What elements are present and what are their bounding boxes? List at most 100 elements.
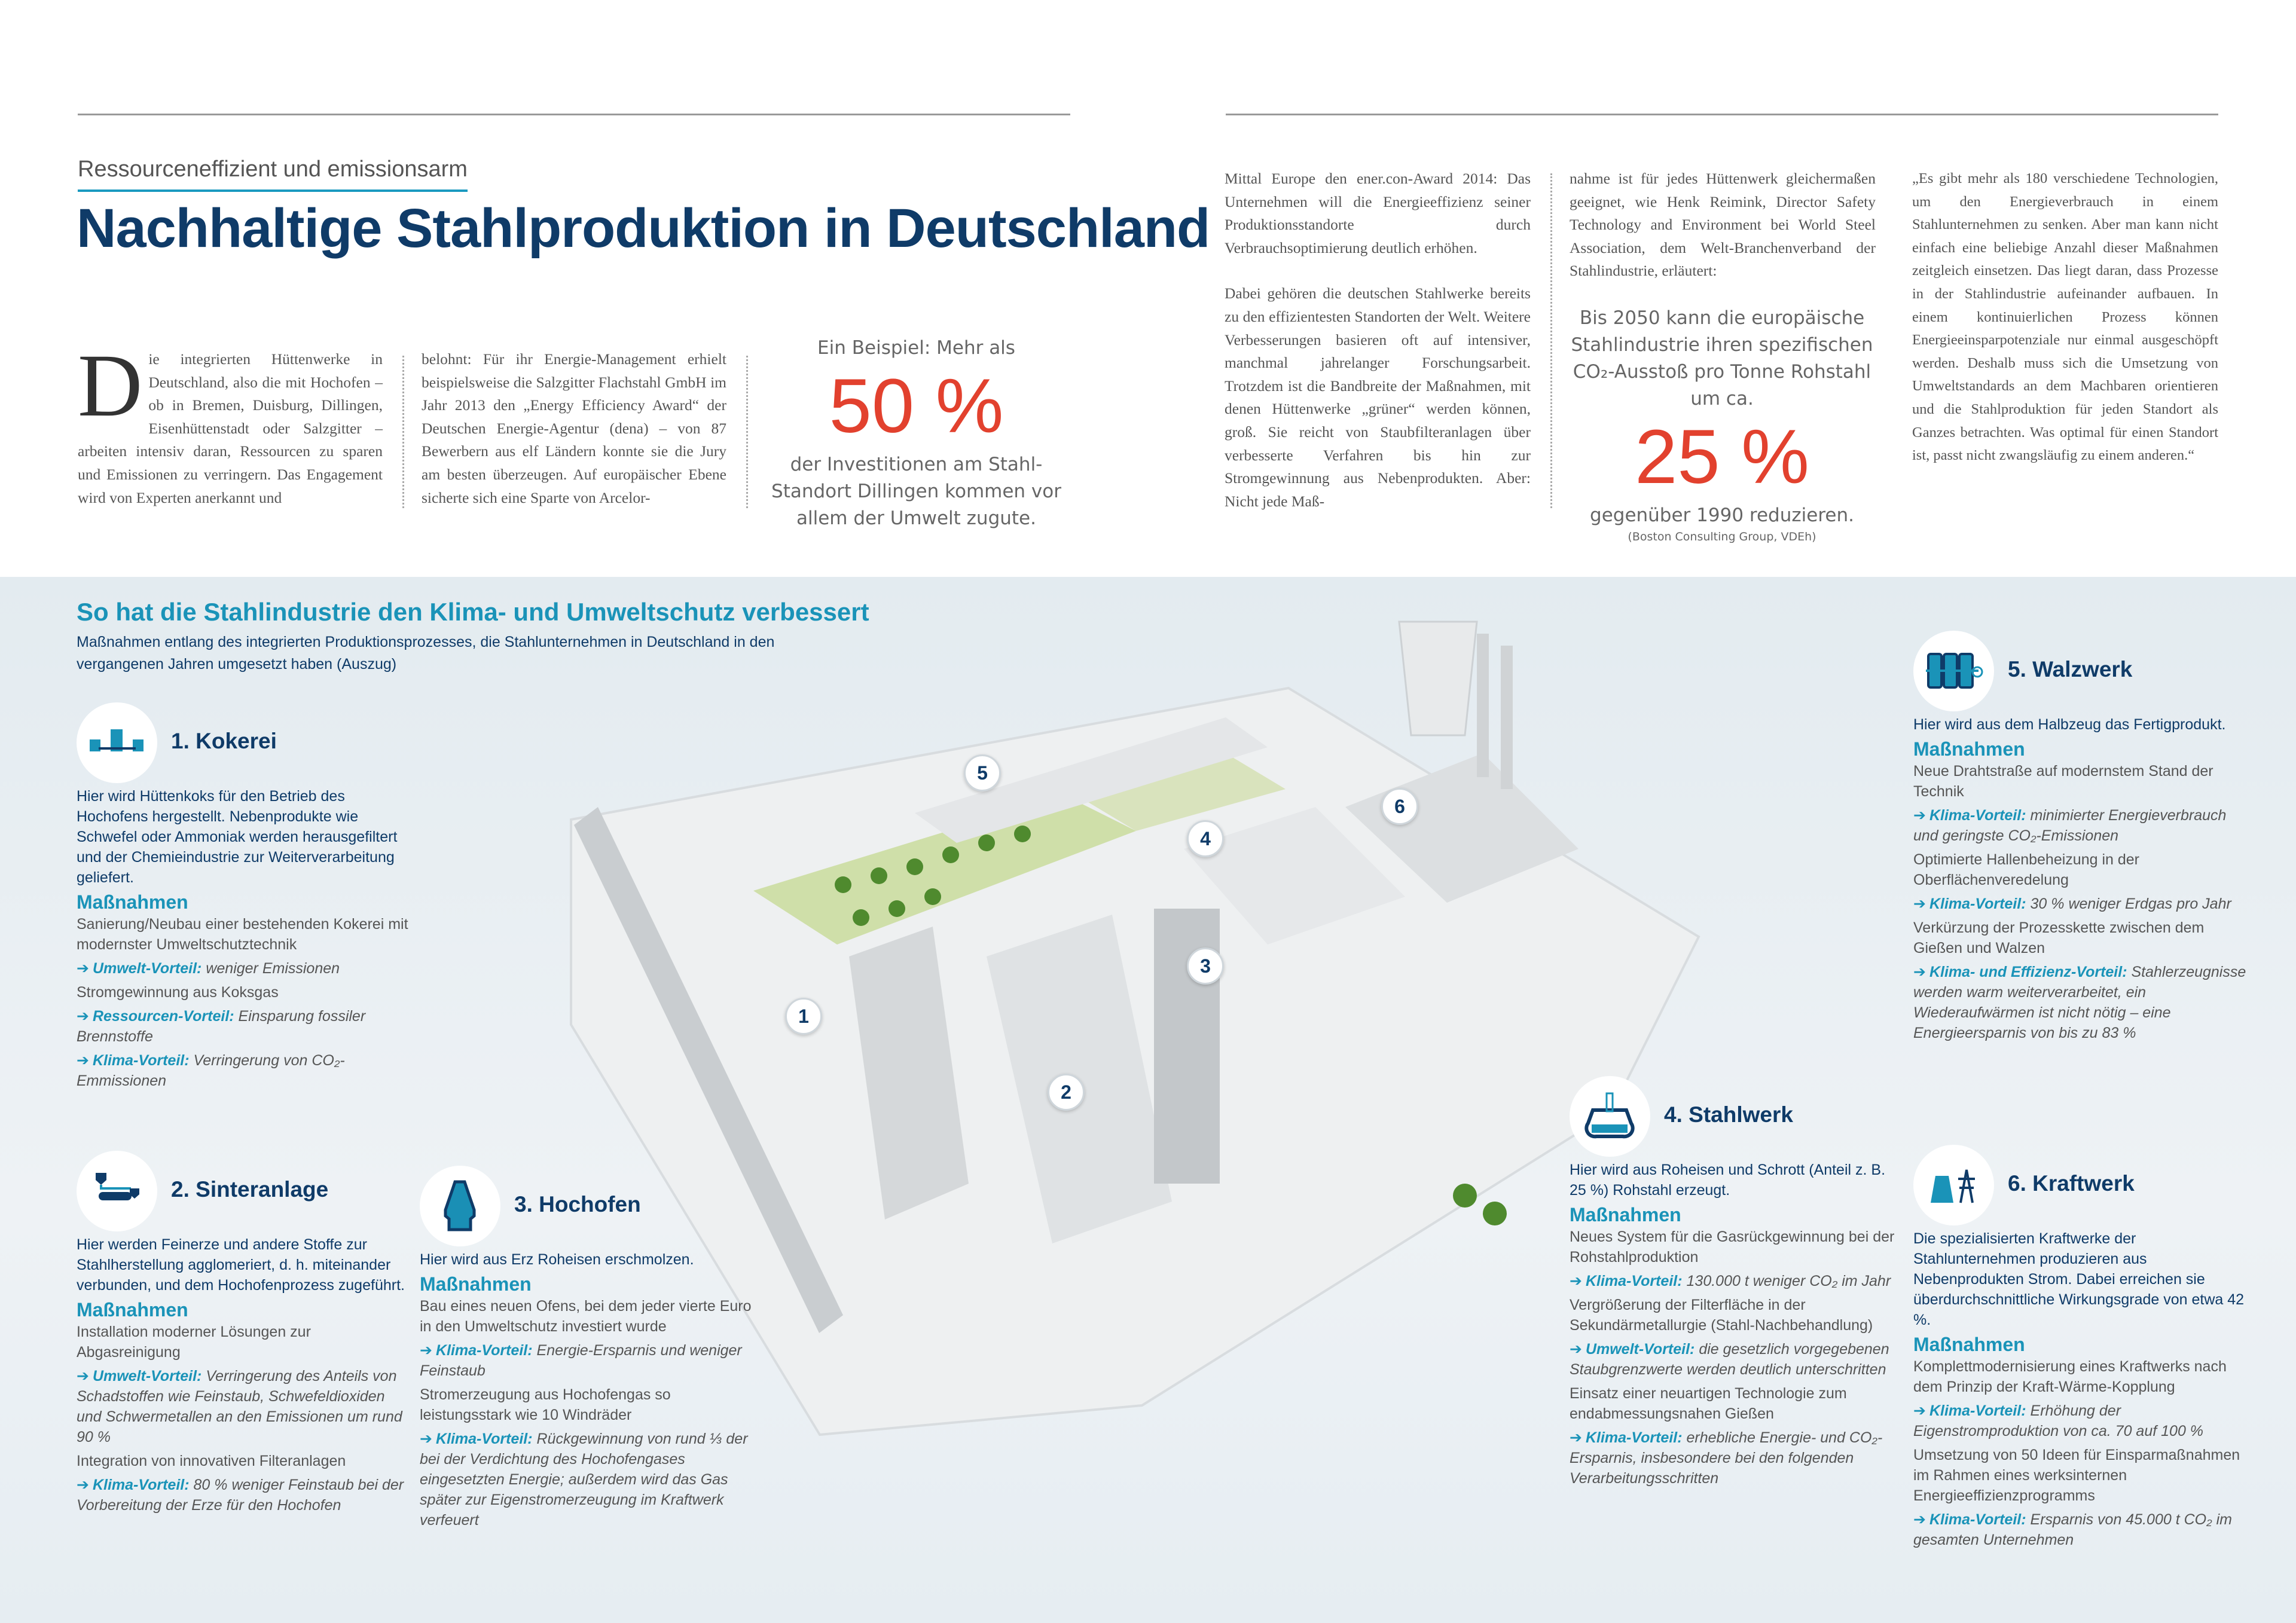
article-column-5: „Es gibt mehr als 180 verschiedene Techn… xyxy=(1912,170,2218,464)
paragraph: Dabei gehören die deutschen Stahlwerke b… xyxy=(1225,285,1531,510)
benefit-item: ➔Klima-Vorteil: Ersparnis von 45.000 t C… xyxy=(1913,1509,2248,1550)
map-marker-2[interactable]: 2 xyxy=(1048,1074,1085,1111)
benefit-item: ➔Klima-Vorteil: 130.000 t weniger CO₂ im… xyxy=(1570,1271,1904,1291)
map-marker-5[interactable]: 5 xyxy=(964,754,1001,791)
measures-heading: Maßnahmen xyxy=(420,1273,532,1295)
sinter-plant-icon xyxy=(77,1151,157,1231)
measure-item: Bau eines neuen Ofens, bei dem jeder vie… xyxy=(420,1298,752,1335)
steel-converter-icon xyxy=(1570,1076,1650,1157)
column-divider xyxy=(402,356,404,508)
map-marker-1[interactable]: 1 xyxy=(785,998,822,1035)
map-marker-4[interactable]: 4 xyxy=(1187,820,1224,857)
benefit-item: ➔Ressourcen-Vorteil: Einsparung fossiler… xyxy=(77,1006,411,1047)
arrow-right-icon: ➔ xyxy=(420,1342,432,1359)
benefit-label: Umwelt-Vorteil: xyxy=(92,1368,202,1384)
column-text: ie integrierten Hüttenwerke in Deutschla… xyxy=(78,350,383,506)
infographic-subtitle: Maßnahmen entlang des integrierten Produ… xyxy=(77,634,775,673)
steel-works-building xyxy=(1184,807,1405,945)
kicker: Ressourceneffizient und emissionsarm xyxy=(78,157,468,192)
arrow-right-icon: ➔ xyxy=(1913,964,1926,980)
conveyor-belt xyxy=(574,807,843,1333)
measure-item: Installation moderner Lösungen zur Abgas… xyxy=(77,1324,311,1361)
benefit-text: Einsparung fossiler Brennstoffe xyxy=(77,1008,366,1045)
section-header: 3. Hochofen xyxy=(420,1166,755,1249)
measures-heading: Maßnahmen xyxy=(77,891,188,913)
benefit-label: Klima-Vorteil: xyxy=(1929,807,2026,824)
steel-plant-illustration xyxy=(570,621,1700,1436)
measures-heading: Maßnahmen xyxy=(1913,738,2025,760)
benefit-label: Klima- und Effizienz-Vorteil: xyxy=(1929,964,2127,980)
measure-item: Sanierung/Neubau einer bestehenden Koker… xyxy=(77,916,408,953)
chimney xyxy=(1501,646,1513,789)
benefit-text: 130.000 t weniger CO₂ im Jahr xyxy=(1686,1273,1891,1289)
lawn xyxy=(753,795,1136,945)
callout-value: 50 % xyxy=(829,363,1004,449)
benefit-label: Klima-Vorteil: xyxy=(435,1431,533,1447)
measure-item: Neues System für die Gasrückgewinnung be… xyxy=(1570,1228,1895,1266)
benefit-label: Umwelt-Vorteil: xyxy=(1585,1341,1695,1358)
arrow-right-icon: ➔ xyxy=(1570,1429,1582,1446)
measures-heading: Maßnahmen xyxy=(77,1299,188,1321)
benefit-text: Energie-Ersparnis und weniger Feinstaub xyxy=(420,1342,742,1379)
benefit-text: 80 % weniger Feinstaub bei der Vorbereit… xyxy=(77,1477,404,1514)
cooling-tower xyxy=(1398,621,1478,736)
benefit-item: ➔Klima-Vorteil: Erhöhung der Eigenstromp… xyxy=(1913,1401,2248,1441)
column-divider xyxy=(746,356,748,508)
benefit-text: Verringerung des Anteils von Schadstoffe… xyxy=(77,1368,402,1445)
benefit-label: Klima-Vorteil: xyxy=(1929,895,2026,912)
benefit-item: ➔Klima-Vorteil: Rückgewinnung von rund ⅓… xyxy=(420,1429,755,1530)
trees xyxy=(835,826,1507,1225)
measure-item: Einsatz einer neuartigen Technologie zum… xyxy=(1570,1385,1847,1422)
paragraph: Mittal Europe den ener.con-Award 2014: D… xyxy=(1225,170,1531,256)
measure-item: Integration von innovativen Filteranlage… xyxy=(77,1453,346,1469)
benefit-text: minimierter Energieverbrauch und gerings… xyxy=(1913,807,2227,844)
column-divider xyxy=(1550,173,1552,508)
callout-pre: Ein Beispiel: Mehr als xyxy=(817,337,1015,359)
benefit-text: Ersparnis von 45.000 t CO₂ im gesamten U… xyxy=(1913,1511,2232,1548)
benefit-item: ➔Umwelt-Vorteil: Verringerung des Anteil… xyxy=(77,1366,411,1447)
article-column-4: nahme ist für jedes Hüttenwerk gleicherm… xyxy=(1570,170,1876,280)
measure-item: Neue Drahtstraße auf modernstem Stand de… xyxy=(1913,763,2213,800)
measures-heading: Maßnahmen xyxy=(1570,1204,1681,1225)
measure-item: Umsetzung von 50 Ideen für Einsparmaßnah… xyxy=(1913,1447,2240,1504)
top-rule-left xyxy=(78,114,1070,115)
section-header: 1. Kokerei xyxy=(77,702,411,786)
arrow-right-icon: ➔ xyxy=(77,1008,89,1025)
measure-item: Komplettmodernisierung eines Kraftwerks … xyxy=(1913,1358,2227,1395)
benefit-label: Klima-Vorteil: xyxy=(1929,1402,2026,1419)
map-marker-6[interactable]: 6 xyxy=(1381,788,1418,825)
callout-post: gegenüber 1990 reduzieren. xyxy=(1590,505,1854,526)
section-description: Hier werden Feinerze und andere Stoffe z… xyxy=(77,1236,405,1294)
measure-item: Vergrößerung der Filterfläche in der Sek… xyxy=(1570,1297,1873,1334)
section-description: Hier wird Hüttenkoks für den Betrieb des… xyxy=(77,788,398,886)
callout-50-percent: Ein Beispiel: Mehr als 50 % der Investit… xyxy=(762,335,1070,532)
benefit-item: ➔Klima-Vorteil: Verringerung von CO₂-Emm… xyxy=(77,1050,411,1091)
arrow-right-icon: ➔ xyxy=(77,1477,89,1493)
section-header: 5. Walzwerk xyxy=(1913,631,2248,714)
section-title: 3. Hochofen xyxy=(514,1192,641,1217)
map-marker-3[interactable]: 3 xyxy=(1187,947,1224,985)
benefit-label: Klima-Vorteil: xyxy=(1585,1429,1683,1446)
callout-pre: Bis 2050 kann die europäische Stahlindus… xyxy=(1571,307,1873,409)
benefit-item: ➔Klima-Vorteil: 30 % weniger Erdgas pro … xyxy=(1913,894,2248,914)
benefit-item: ➔Klima-Vorteil: erhebliche Energie- und … xyxy=(1570,1428,1904,1488)
power-plant-icon xyxy=(1913,1145,1994,1225)
arrow-right-icon: ➔ xyxy=(1913,1402,1926,1419)
measure-item: Stromerzeugung aus Hochofengas so leistu… xyxy=(420,1386,671,1423)
callout-post: der Investitionen am Stahl-Standort Dill… xyxy=(771,454,1061,529)
lawn xyxy=(1076,753,1286,831)
benefit-text: Verringerung von CO₂-Emmissionen xyxy=(77,1052,345,1089)
rolling-mill-building xyxy=(915,717,1268,843)
arrow-right-icon: ➔ xyxy=(1913,807,1926,824)
benefit-label: Ressourcen-Vorteil: xyxy=(92,1008,234,1025)
article-column-2: belohnt: Für ihr Energie-Management erhi… xyxy=(422,350,726,506)
coke-oven-building xyxy=(849,927,969,1219)
section-title: 2. Sinteranlage xyxy=(171,1177,329,1202)
measure-item: Stromgewinnung aus Koksgas xyxy=(77,984,279,1001)
chimney xyxy=(1477,634,1489,777)
benefit-text: Stahlerzeugnisse werden warm weiterverar… xyxy=(1913,964,2246,1041)
benefit-label: Klima-Vorteil: xyxy=(1585,1273,1683,1289)
